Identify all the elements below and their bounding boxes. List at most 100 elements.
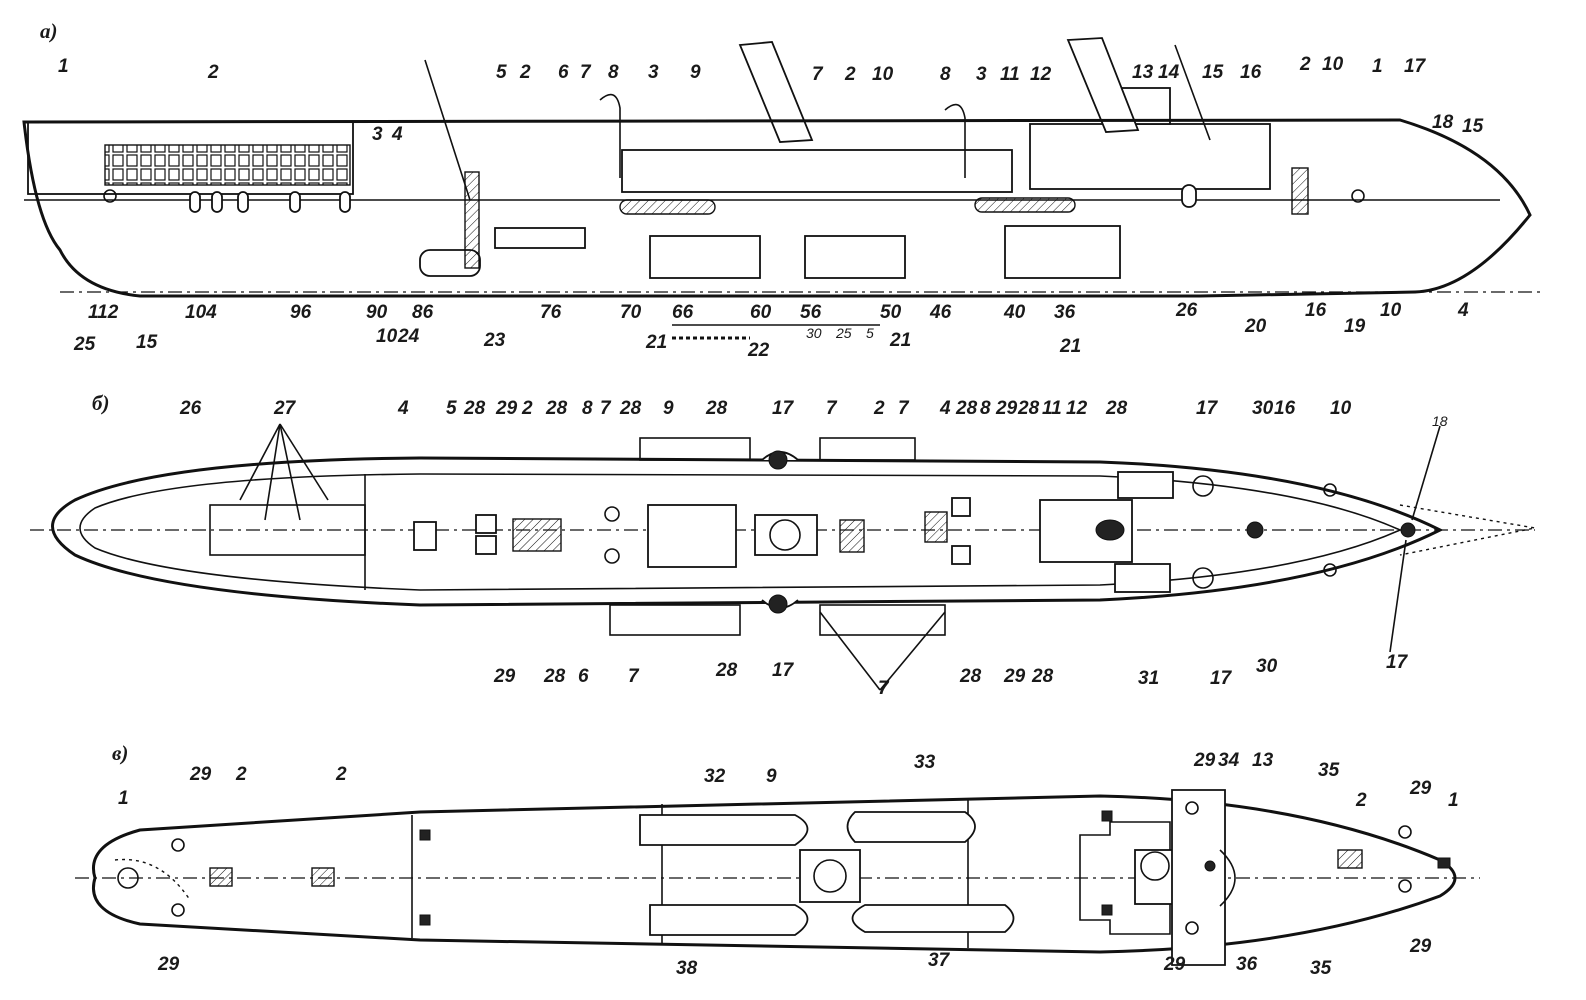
callout-number: 29 bbox=[1003, 666, 1026, 687]
lifeboat-port-fwd bbox=[974, 197, 1076, 213]
aft-funnel-casing bbox=[754, 514, 818, 556]
callout-number: 17 bbox=[1386, 652, 1409, 673]
funnel-c bbox=[813, 859, 847, 893]
callout-number: 3 bbox=[648, 62, 659, 83]
callout-number: 15 bbox=[136, 332, 158, 353]
boat-37 bbox=[851, 904, 1015, 933]
callout-number: 4 bbox=[939, 398, 951, 419]
callout-number: 29 bbox=[1409, 778, 1432, 799]
callout-number: 15 bbox=[1202, 62, 1224, 83]
callout-number: 29 bbox=[493, 666, 516, 687]
callout-number: 4 bbox=[391, 124, 403, 145]
callout-number: 14 bbox=[1158, 62, 1180, 83]
callout-number: 25 bbox=[73, 334, 96, 355]
callout-number: 10 bbox=[376, 326, 398, 347]
callout-number: 30 bbox=[1256, 656, 1278, 677]
callout-number: 28 bbox=[1031, 666, 1054, 687]
callout-number: 18 bbox=[1432, 413, 1448, 429]
boat-stowage-stbd-aft bbox=[609, 604, 741, 636]
boat-38 bbox=[649, 904, 809, 936]
callout-number: 56 bbox=[800, 302, 822, 323]
callout-number: 21 bbox=[1059, 336, 1081, 357]
callout-number: 46 bbox=[929, 302, 952, 323]
callout-number: 2 bbox=[873, 398, 885, 419]
callout-number: 21 bbox=[645, 332, 667, 353]
callout-number: 11 bbox=[1000, 64, 1020, 85]
callout-number: 13 bbox=[1252, 750, 1274, 771]
portholes-side bbox=[103, 184, 1365, 213]
fore-mast bbox=[1174, 44, 1211, 141]
callout-number: 7 bbox=[898, 398, 910, 419]
lifeboat-port-aft bbox=[619, 199, 716, 215]
wheelhouse-outline bbox=[1079, 821, 1171, 935]
callout-number: 50 bbox=[880, 302, 902, 323]
callout-number: 36 bbox=[1054, 302, 1076, 323]
callout-number: 112 bbox=[88, 302, 119, 323]
ventilator-aft bbox=[599, 93, 621, 178]
aft-funnel-top bbox=[769, 519, 801, 551]
callout-number: 28 bbox=[715, 660, 738, 681]
boat-stowage-stbd-fwd bbox=[819, 604, 946, 636]
callout-number: 60 bbox=[750, 302, 772, 323]
aft-mast bbox=[424, 59, 471, 201]
callout-number: 5 bbox=[866, 325, 874, 341]
boat-stowage-port-aft bbox=[639, 437, 751, 461]
callout-number: 12 bbox=[1030, 64, 1052, 85]
callout-number: 1 bbox=[58, 56, 69, 77]
callout-number: 27 bbox=[273, 398, 297, 419]
callout-number: 28 bbox=[543, 666, 566, 687]
callout-number: 9 bbox=[663, 398, 674, 419]
callout-number: 16 bbox=[1240, 62, 1262, 83]
bridge-front-curve bbox=[1219, 849, 1236, 907]
callout-number: 8 bbox=[980, 398, 991, 419]
callout-number: 2 bbox=[335, 764, 347, 785]
callouts-a-bottom: 25 15 10 24 23 21 22 21 21 19 bbox=[73, 316, 1366, 361]
companion-4 bbox=[413, 521, 437, 551]
midship-deckhouse bbox=[621, 149, 1013, 193]
leader-lines-b bbox=[239, 423, 1441, 691]
callout-number: 10 bbox=[1322, 54, 1344, 75]
callout-number: 8 bbox=[940, 64, 951, 85]
callout-number: 34 bbox=[1218, 750, 1240, 771]
callout-number: 28 bbox=[545, 398, 568, 419]
callout-number: 8 bbox=[608, 62, 619, 83]
ventilator-mid bbox=[944, 103, 966, 178]
callout-number: 7 bbox=[826, 398, 838, 419]
callout-number: 32 bbox=[704, 766, 726, 787]
forward-funnel-top bbox=[1095, 519, 1125, 541]
callout-number: 29 bbox=[1409, 936, 1432, 957]
callout-number: 10 bbox=[872, 64, 894, 85]
callout-number: 76 bbox=[540, 302, 562, 323]
view-label-a: а) bbox=[40, 19, 58, 43]
callout-number: 17 bbox=[1404, 56, 1427, 77]
deckhouse-31 bbox=[1114, 563, 1171, 593]
callout-number: 22 bbox=[747, 340, 770, 361]
callout-number: 26 bbox=[179, 398, 202, 419]
callouts-a-top: 1 2 3 4 5 2 6 7 8 3 9 7 2 10 8 3 11 12 1… bbox=[58, 54, 1484, 145]
callout-number: 2 bbox=[844, 64, 856, 85]
callout-number: 96 bbox=[290, 302, 312, 323]
callout-number: 28 bbox=[463, 398, 486, 419]
callout-number: 29 bbox=[157, 954, 180, 975]
callout-number: 90 bbox=[366, 302, 388, 323]
callout-number: 30 bbox=[806, 325, 822, 341]
view-label-c: в) bbox=[112, 741, 128, 765]
binnacle bbox=[1140, 851, 1170, 881]
funnel-casing-c bbox=[799, 849, 861, 903]
deck-outline bbox=[51, 456, 1444, 607]
callout-number: 16 bbox=[1305, 300, 1327, 321]
deckhouse-28 bbox=[1117, 471, 1174, 499]
callout-number: 24 bbox=[397, 326, 420, 347]
boat-32 bbox=[639, 814, 809, 846]
callout-number: 28 bbox=[1105, 398, 1128, 419]
callout-number: 29 bbox=[1163, 954, 1186, 975]
ladder-aft bbox=[464, 171, 480, 269]
callout-number: 17 bbox=[772, 660, 795, 681]
callout-number: 6 bbox=[558, 62, 569, 83]
aft-cabin-curve bbox=[114, 858, 191, 901]
callout-number: 9 bbox=[766, 766, 777, 787]
callout-number: 10 bbox=[1380, 300, 1402, 321]
callout-number: 7 bbox=[628, 666, 640, 687]
callout-number: 38 bbox=[676, 958, 698, 979]
